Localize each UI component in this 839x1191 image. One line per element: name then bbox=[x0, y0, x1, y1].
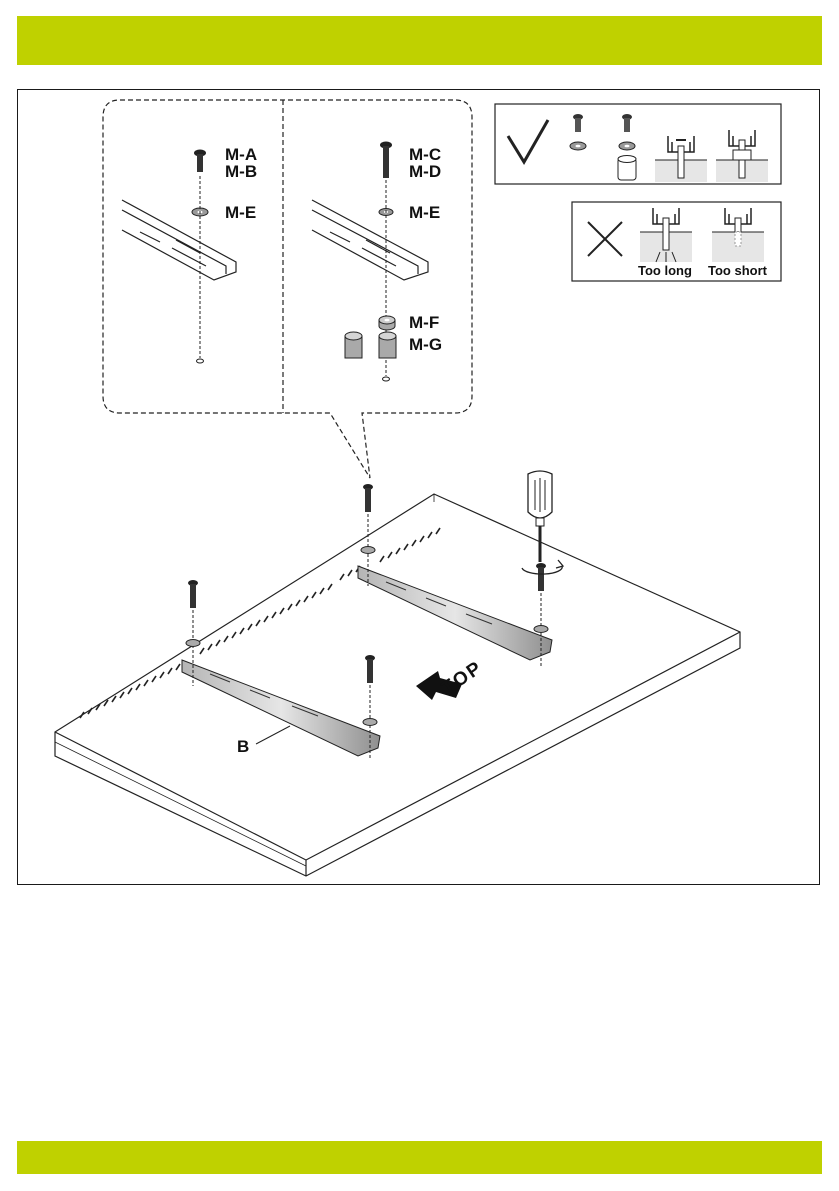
label-m-a: M-A bbox=[225, 146, 257, 163]
rail-left-icon bbox=[122, 200, 236, 280]
spacer-mg-icon bbox=[345, 332, 396, 358]
detail-left bbox=[122, 150, 236, 364]
correct-panel bbox=[495, 104, 781, 184]
washer-mf-icon bbox=[379, 316, 395, 330]
label-m-e-right: M-E bbox=[409, 204, 440, 221]
label-m-e-left: M-E bbox=[225, 204, 256, 221]
screw-mc-icon bbox=[380, 142, 392, 179]
footer-accent-bar bbox=[17, 1141, 822, 1174]
label-too-short: Too short bbox=[708, 264, 767, 277]
label-bracket-b: B bbox=[237, 738, 249, 755]
label-too-long: Too long bbox=[638, 264, 692, 277]
label-m-b: M-B bbox=[225, 163, 257, 180]
label-m-f: M-F bbox=[409, 314, 439, 331]
label-m-c: M-C bbox=[409, 146, 441, 163]
label-m-d: M-D bbox=[409, 163, 441, 180]
screw-ma-icon bbox=[194, 150, 206, 173]
label-m-g: M-G bbox=[409, 336, 442, 353]
